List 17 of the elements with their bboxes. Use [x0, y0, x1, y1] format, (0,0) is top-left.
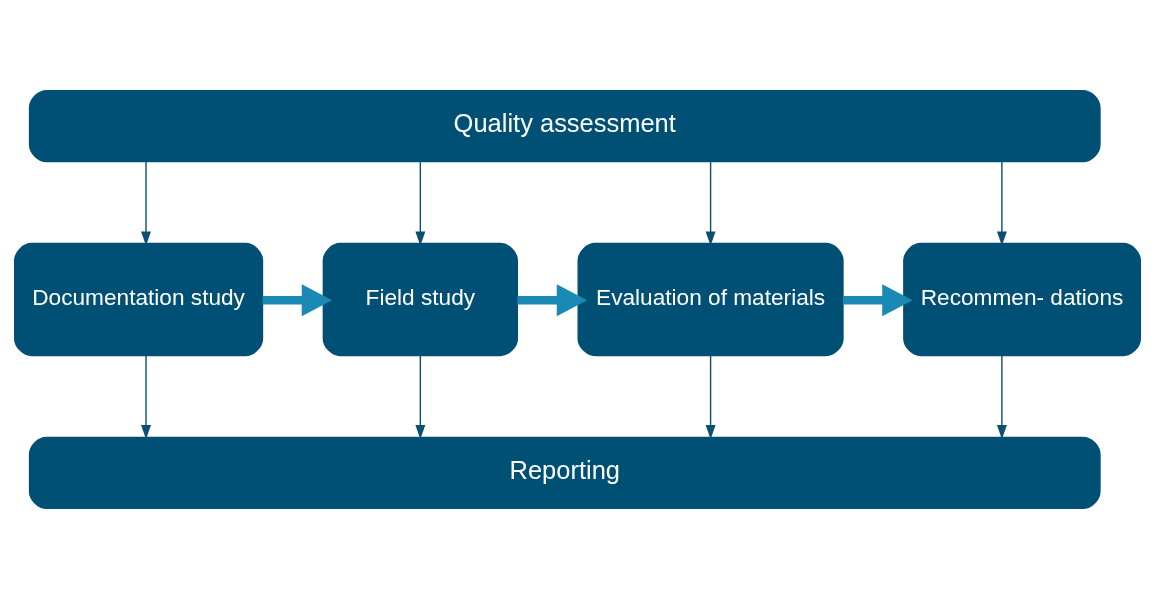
node-box: Field study	[322, 242, 519, 357]
node-box: Evaluation of materials	[577, 242, 844, 357]
arrow	[705, 160, 716, 246]
node-box: Documentation study	[14, 242, 264, 357]
arrow	[996, 160, 1007, 246]
node-box: Recommen- dations	[903, 242, 1141, 357]
arrow	[517, 284, 588, 317]
node-box: Quality assessment	[28, 89, 1101, 163]
arrow	[705, 355, 716, 440]
arrow	[415, 355, 426, 440]
arrow	[415, 160, 426, 246]
arrow	[843, 284, 913, 317]
node-box: Reporting	[28, 436, 1101, 510]
arrow	[141, 355, 151, 440]
arrow	[262, 284, 333, 317]
arrow	[996, 355, 1007, 440]
arrow	[141, 160, 151, 246]
